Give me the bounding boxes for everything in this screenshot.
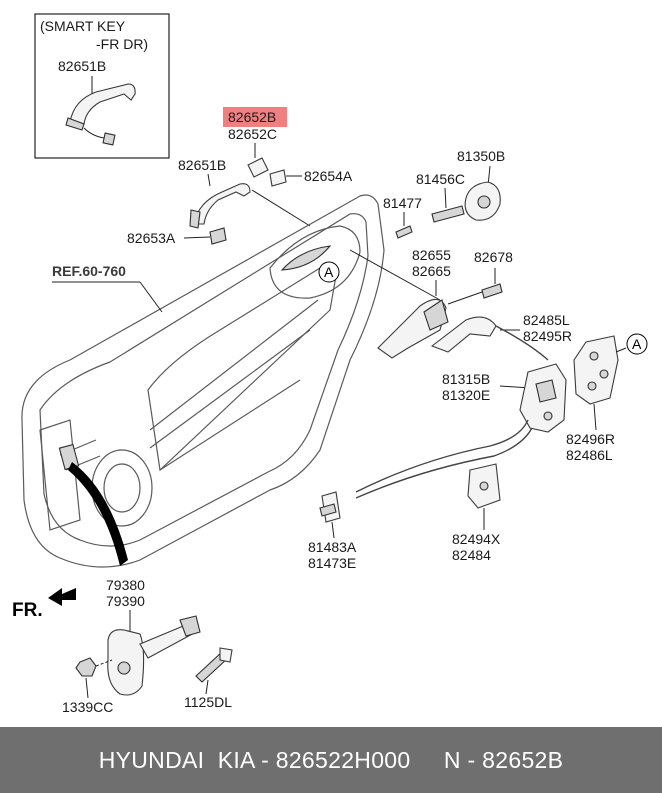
label-79390: 79390 <box>106 593 145 609</box>
latch-cable-upper <box>355 419 529 493</box>
handle-cable <box>495 325 549 361</box>
label-1339cc: 1339CC <box>62 699 113 715</box>
nut-part-1339cc <box>75 657 97 677</box>
latch-cable-lower <box>355 427 533 499</box>
label-81350b: 81350B <box>457 148 505 164</box>
latch-cover-part <box>573 335 619 405</box>
handle-bracket-part <box>430 316 497 353</box>
label-79380: 79380 <box>106 577 145 593</box>
screw-part <box>431 205 465 223</box>
inset-part-label: 82651B <box>58 58 106 74</box>
cable-clip-part <box>319 491 341 523</box>
inset-handle-drawing <box>65 83 136 146</box>
highlight-box <box>223 107 287 127</box>
callout-a-right <box>626 333 648 355</box>
label-82495r: 82495R <box>523 328 572 344</box>
label-82651b: 82651B <box>178 157 226 173</box>
label-82486l: 82486L <box>566 447 613 463</box>
ref-label: REF.60-760 <box>52 263 126 279</box>
label-81320e: 81320E <box>442 387 490 403</box>
front-arrow-icon <box>48 588 76 606</box>
inset-title-line2: -FR DR) <box>96 36 148 52</box>
handle-pad-part <box>209 227 227 245</box>
door-panel-drawing <box>21 194 385 568</box>
door-latch-part <box>519 363 567 433</box>
label-82653a: 82653A <box>127 230 176 246</box>
outside-handle-part <box>189 183 251 229</box>
label-1125dl: 1125DL <box>184 694 232 710</box>
label-82496r: 82496R <box>566 431 615 447</box>
bolt-part-82678 <box>481 283 503 299</box>
inset-title-line1: (SMART KEY <box>40 18 126 34</box>
inside-handle-part <box>377 298 449 359</box>
highlight-label-82652b: 82652B <box>228 109 276 125</box>
door-checker-part <box>107 615 201 696</box>
label-81477: 81477 <box>383 195 422 211</box>
callout-a-left-label: A <box>324 264 334 280</box>
label-82678: 82678 <box>474 249 513 265</box>
label-82655: 82655 <box>412 247 451 263</box>
label-81315b: 81315B <box>442 371 490 387</box>
lock-cylinder-part <box>464 181 501 221</box>
front-label: FR. <box>12 600 43 621</box>
label-81473e: 81473E <box>308 555 356 571</box>
key-cover-part <box>247 157 269 178</box>
label-82654a: 82654A <box>304 168 353 184</box>
part-number-footer: HYUNDAI KIA - 826522H000 N - 82652B <box>0 727 662 793</box>
gasket-part <box>269 169 287 187</box>
label-81483a: 81483A <box>308 539 357 555</box>
detail-pointer <box>68 462 128 566</box>
inset-frame <box>34 13 170 159</box>
label-82484: 82484 <box>452 547 491 563</box>
outside-rod-part <box>467 463 501 509</box>
door-parts-diagram: (SMART KEY -FR DR) 82651B 82652B 82652C … <box>12 13 648 715</box>
footer-part-numbers: HYUNDAI KIA - 826522H000 N - 82652B <box>98 746 564 773</box>
callout-a-left <box>318 261 340 283</box>
callout-a-right-label: A <box>632 336 642 352</box>
highlight-label-82652c: 82652C <box>228 126 277 142</box>
bolt-part-81477 <box>395 225 413 239</box>
label-81456c: 81456C <box>416 171 465 187</box>
label-82485l: 82485L <box>523 312 570 328</box>
label-82665: 82665 <box>412 263 451 279</box>
label-82494x: 82494X <box>452 531 501 547</box>
